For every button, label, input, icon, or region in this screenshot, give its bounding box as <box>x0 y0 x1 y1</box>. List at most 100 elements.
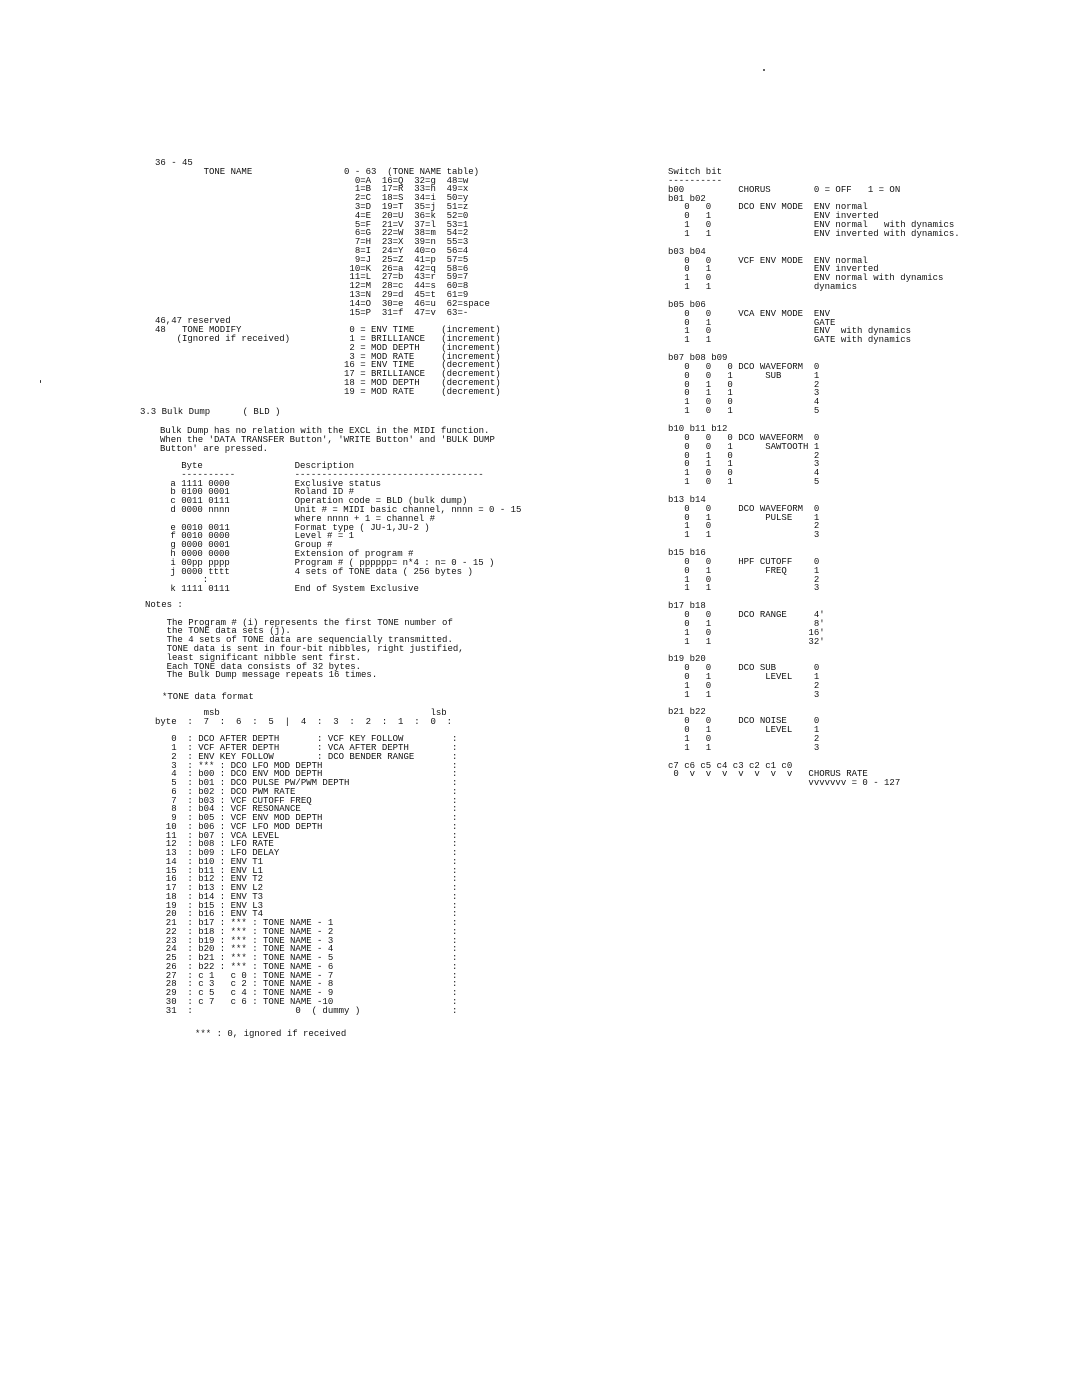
text-line: 0 v v v v v v v CHORUS RATE <box>668 769 868 780</box>
text-line: 1 0 2 <box>668 574 820 585</box>
text-line: h 0000 0000 Extension of program # <box>165 548 414 559</box>
text-line: b00 CHORUS 0 = OFF 1 = ON <box>668 184 901 195</box>
text-line: where nnnn + 1 = channel # <box>165 513 436 524</box>
text-line: b07 b08 b09 <box>668 353 728 364</box>
text-line: b01 b02 <box>668 193 706 204</box>
text-line: 5 : b01 : DCO PULSE PW/PWM DEPTH : <box>155 778 458 788</box>
text-line: 3.3 Bulk Dump ( BLD ) <box>140 407 281 417</box>
text-line: f 0010 0000 Level # = 1 <box>165 531 355 542</box>
text-line: TONE data is sent in four-bit nibbles, r… <box>145 643 464 654</box>
text-line: vvvvvvv = 0 - 127 <box>668 778 901 789</box>
tone-data-format-heading: *TONE data format <box>162 693 254 702</box>
text-line: 19 : b15 : ENV L3 : <box>155 900 458 911</box>
text-line: d 0000 nnnn Unit # = MIDI basic channel,… <box>165 504 522 515</box>
scan-speck <box>40 380 41 383</box>
text-line: 0 1 ENV inverted <box>668 264 879 275</box>
bulk-dump-byte-table: Byte Description ---------- ------------… <box>165 462 521 594</box>
text-line: 1 0 ENV with dynamics <box>668 326 912 337</box>
text-line: 28 : c 3 c 2 : TONE NAME - 8 : <box>155 979 458 990</box>
text-line: 16 = ENV TIME (decrement) <box>155 360 501 371</box>
text-line: b15 b16 <box>668 547 706 558</box>
text-line: the TONE data sets (j). <box>145 626 291 637</box>
text-line: 1 0 0 4 <box>668 468 820 479</box>
text-line: 0 0 0 DCO WAVEFORM 0 <box>668 432 820 443</box>
text-line: 4=E 20=U 36=k 52=0 <box>155 210 469 221</box>
text-line: 1 0 2 <box>668 521 820 532</box>
tone-name-section: 36 - 45 TONE NAME 0 - 63 (TONE NAME tabl… <box>155 159 501 397</box>
text-line: 2=C 18=S 34=i 50=y <box>155 193 469 204</box>
text-line: 0 0 DCO ENV MODE ENV normal <box>668 202 868 213</box>
scan-speck <box>763 69 765 71</box>
text-line: 2 = MOD DEPTH (increment) <box>155 342 501 353</box>
text-line: 0 0 DCO RANGE 4' <box>668 609 825 620</box>
text-line: 25 : b21 : *** : TONE NAME - 5 : <box>155 953 458 963</box>
text-line: 0 1 PULSE 1 <box>668 512 820 523</box>
text-line: 0 1 0 2 <box>668 379 820 390</box>
text-line: msb lsb <box>155 708 447 718</box>
text-line: 7=H 23=X 39=n 55=3 <box>155 237 469 248</box>
text-line <box>668 593 960 602</box>
text-line: 0 1 1 3 <box>668 388 820 399</box>
text-line: 23 : b19 : *** : TONE NAME - 3 : <box>155 935 458 946</box>
text-line: 1 0 1 5 <box>668 477 820 488</box>
text-line: b05 b06 <box>668 299 706 310</box>
text-line: 13=N 29=d 45=t 61=9 <box>155 289 469 300</box>
text-line: 6 : b02 : DCO PWM RATE : <box>155 786 458 797</box>
text-line: 11=L 27=b 43=r 59=7 <box>155 272 469 283</box>
text-line: 0 0 0 DCO WAVEFORM 0 <box>668 361 820 372</box>
text-line: b03 b04 <box>668 246 706 257</box>
text-line: 14 : b10 : ENV T1 : <box>155 856 458 867</box>
text-line: 9=J 25=Z 41=p 57=5 <box>155 254 469 265</box>
text-line: 21 : b17 : *** : TONE NAME - 1 : <box>155 918 458 928</box>
text-line: 12 : b08 : LFO RATE : <box>155 839 458 850</box>
text-line: 10=K 26=a 42=q 58=6 <box>155 263 469 274</box>
text-line: 9 : b05 : VCF ENV MOD DEPTH : <box>155 813 458 823</box>
text-line: 3 : *** : DCO LFO MOD DEPTH : <box>155 760 458 771</box>
text-line: 0 0 HPF CUTOFF 0 <box>668 556 820 567</box>
text-line: : <box>165 575 209 586</box>
text-line: byte : 7 : 6 : 5 | 4 : 3 : 2 : 1 : 0 : <box>155 716 453 727</box>
text-line: 0 1 1 3 <box>668 459 820 470</box>
text-line: Switch bit <box>668 167 723 177</box>
text-line: 10 : b06 : VCF LFO MOD DEPTH : <box>155 821 458 832</box>
bulk-dump-description: Bulk Dump has no relation with the EXCL … <box>160 427 495 453</box>
text-line: 26 : b22 : *** : TONE NAME - 6 : <box>155 961 458 972</box>
text-line: 17 : b13 : ENV L2 : <box>155 883 458 893</box>
text-line: 0 1 ENV inverted <box>668 211 879 222</box>
text-line: 0 0 DCO SUB 0 <box>668 663 820 674</box>
text-line: 0 0 1 SAWTOOTH 1 <box>668 441 820 452</box>
text-line: 15=P 31=f 47=v 63=- <box>155 307 469 318</box>
text-line: 1 1 3 <box>668 742 820 753</box>
text-line: TONE NAME 0 - 63 (TONE NAME table) <box>155 166 480 177</box>
text-line: 1 1 3 <box>668 530 820 541</box>
text-line: 1 : VCF AFTER DEPTH : VCA AFTER DEPTH : <box>155 743 458 753</box>
text-line: 1 1 ENV inverted with dynamics. <box>668 229 960 240</box>
text-line <box>668 646 960 655</box>
text-line: The Program # (i) represents the first T… <box>145 617 453 628</box>
bulk-dump-heading: 3.3 Bulk Dump ( BLD ) <box>140 408 280 417</box>
text-line <box>668 540 960 549</box>
text-line: 17 = BRILLIANCE (decrement) <box>155 369 501 380</box>
text-line: When the 'DATA TRANSFER Button', 'WRITE … <box>160 434 495 445</box>
text-line: 24 : b20 : *** : TONE NAME - 4 : <box>155 944 458 955</box>
text-line: b19 b20 <box>668 654 706 665</box>
text-line: The Bulk Dump message repeats 16 times. <box>145 670 378 681</box>
text-line: Byte Description <box>165 461 355 471</box>
text-line: 1 0 1 5 <box>668 406 820 417</box>
text-line: b21 b22 <box>668 707 706 718</box>
text-line: 36 - 45 <box>155 158 193 168</box>
text-line: 1 0 ENV normal with dynamics <box>668 273 944 284</box>
text-line: (Ignored if received) 1 = BRILLIANCE (in… <box>155 333 501 344</box>
text-line: 0 0 VCF ENV MODE ENV normal <box>668 255 868 266</box>
text-line: *** : 0, ignored if received <box>195 1029 347 1039</box>
text-line: 0 1 8' <box>668 618 825 629</box>
text-line: 0 1 LEVEL 1 <box>668 725 820 736</box>
text-line <box>668 292 960 301</box>
text-line: 0 : DCO AFTER DEPTH : VCF KEY FOLLOW : <box>155 734 458 745</box>
text-line: 1 0 16' <box>668 627 825 638</box>
text-line: 4 : b00 : DCO ENV MOD DEPTH : <box>155 769 458 780</box>
text-line: 0 1 LEVEL 1 <box>668 671 820 682</box>
text-line: b 0100 0001 Roland ID # <box>165 487 355 498</box>
text-line: 0 0 DCO WAVEFORM 0 <box>668 503 820 514</box>
